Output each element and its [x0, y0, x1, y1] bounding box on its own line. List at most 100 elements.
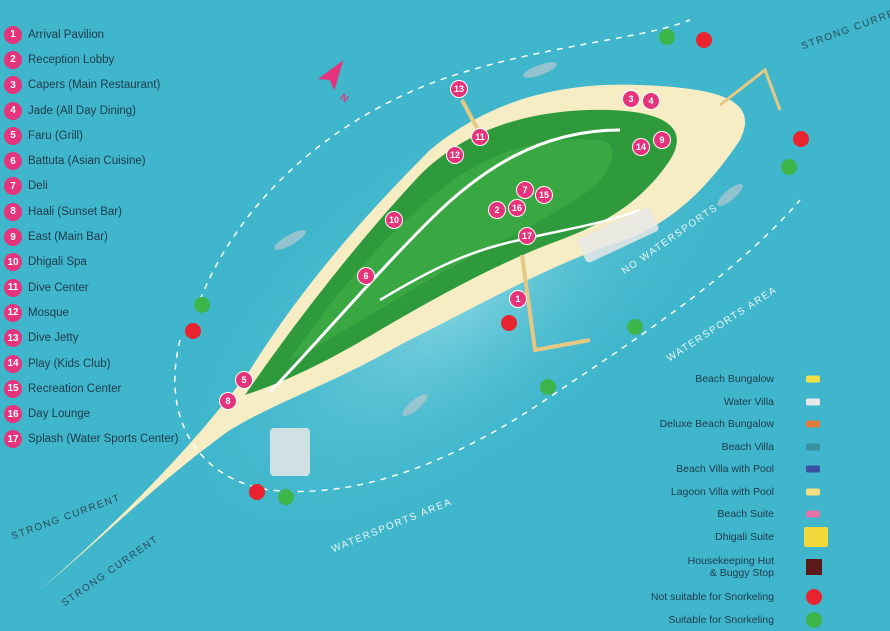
villa-pool-icon [806, 466, 820, 473]
poi-label: Deli [28, 180, 48, 192]
red-dot-icon [806, 589, 822, 605]
poi-number-badge: 4 [4, 102, 22, 120]
poi-item[interactable]: 5 Faru (Grill) [4, 123, 178, 148]
poi-number-badge: 10 [4, 253, 22, 271]
map-marker-11[interactable]: 11 [471, 128, 489, 146]
map-marker-6[interactable]: 6 [357, 267, 375, 285]
poi-label: Dive Center [28, 282, 89, 294]
water-villa-icon [806, 398, 820, 405]
poi-label: Recreation Center [28, 383, 121, 395]
beach-suite-icon [806, 511, 820, 518]
poi-number-badge: 9 [4, 228, 22, 246]
poi-item[interactable]: 10 Dhigali Spa [4, 250, 178, 275]
poi-number-badge: 5 [4, 127, 22, 145]
legend-label: Not suitable for Snorkeling [651, 591, 774, 603]
snorkel-marker-red [793, 131, 809, 147]
poi-label: Dive Jetty [28, 332, 79, 344]
poi-number-badge: 1 [4, 26, 22, 44]
poi-label: Dhigali Spa [28, 256, 87, 268]
map-marker-15[interactable]: 15 [535, 186, 553, 204]
legend-label: Housekeeping Hut & Buggy Stop [688, 555, 774, 579]
poi-number-badge: 17 [4, 430, 22, 448]
poi-number-badge: 11 [4, 279, 22, 297]
legend-label: Deluxe Beach Bungalow [660, 418, 774, 430]
map-marker-1[interactable]: 1 [509, 290, 527, 308]
map-marker-3[interactable]: 3 [622, 90, 640, 108]
map-marker-7[interactable]: 7 [516, 181, 534, 199]
legend-row: Not suitable for Snorkeling [534, 586, 834, 609]
legend-row: Dhigali Suite [534, 526, 834, 549]
poi-number-badge: 3 [4, 76, 22, 94]
snorkel-marker-green [278, 489, 294, 505]
poi-label: Play (Kids Club) [28, 358, 110, 370]
poi-item[interactable]: 15 Recreation Center [4, 376, 178, 401]
poi-number-badge: 2 [4, 51, 22, 69]
poi-label: Day Lounge [28, 408, 90, 420]
map-marker-13[interactable]: 13 [450, 80, 468, 98]
map-marker-9[interactable]: 9 [653, 131, 671, 149]
map-marker-14[interactable]: 14 [632, 138, 650, 156]
poi-number-badge: 7 [4, 177, 22, 195]
map-marker-10[interactable]: 10 [385, 211, 403, 229]
snorkel-marker-green [194, 297, 210, 313]
poi-item[interactable]: 7 Deli [4, 174, 178, 199]
map-marker-4[interactable]: 4 [642, 92, 660, 110]
poi-number-badge: 12 [4, 304, 22, 322]
snorkel-marker-green [659, 29, 675, 45]
poi-label: Jade (All Day Dining) [28, 105, 136, 117]
map-marker-5[interactable]: 5 [235, 371, 253, 389]
poi-label: Reception Lobby [28, 54, 114, 66]
legend-label: Dhigali Suite [715, 531, 774, 543]
legend-label: Lagoon Villa with Pool [671, 486, 774, 498]
housekeeping-hut-icon [806, 559, 822, 575]
bungalow-icon [806, 376, 820, 383]
snorkel-marker-red [696, 32, 712, 48]
legend-row: Water Villa [534, 391, 834, 414]
poi-label: Haali (Sunset Bar) [28, 206, 122, 218]
legend-row: Housekeeping Hut & Buggy Stop [534, 548, 834, 586]
snorkel-marker-red [501, 315, 517, 331]
poi-number-badge: 15 [4, 380, 22, 398]
poi-item[interactable]: 11 Dive Center [4, 275, 178, 300]
poi-number-badge: 13 [4, 329, 22, 347]
poi-label: Mosque [28, 307, 69, 319]
map-marker-16[interactable]: 16 [508, 199, 526, 217]
legend-row: Beach Suite [534, 503, 834, 526]
green-dot-icon [806, 612, 822, 628]
poi-number-badge: 16 [4, 405, 22, 423]
snorkel-marker-green [781, 159, 797, 175]
poi-item[interactable]: 13 Dive Jetty [4, 326, 178, 351]
poi-item[interactable]: 3 Capers (Main Restaurant) [4, 73, 178, 98]
legend-row: Suitable for Snorkeling [534, 609, 834, 631]
legend-label: Water Villa [724, 396, 774, 408]
water-villas-south [270, 428, 310, 476]
poi-item[interactable]: 6 Battuta (Asian Cuisine) [4, 148, 178, 173]
poi-item[interactable]: 9 East (Main Bar) [4, 224, 178, 249]
poi-number-badge: 6 [4, 152, 22, 170]
snorkel-marker-green [627, 319, 643, 335]
map-marker-2[interactable]: 2 [488, 201, 506, 219]
legend-label: Beach Bungalow [695, 373, 774, 385]
poi-label: Battuta (Asian Cuisine) [28, 155, 146, 167]
map-marker-12[interactable]: 12 [446, 146, 464, 164]
poi-item[interactable]: 2 Reception Lobby [4, 47, 178, 72]
poi-item[interactable]: 16 Day Lounge [4, 401, 178, 426]
poi-label: Faru (Grill) [28, 130, 83, 142]
poi-label: East (Main Bar) [28, 231, 108, 243]
beach-villa-icon [806, 443, 820, 450]
lagoon-villa-icon [806, 488, 820, 495]
legend-label: Beach Villa with Pool [676, 463, 774, 475]
map-marker-17[interactable]: 17 [518, 227, 536, 245]
poi-item[interactable]: 12 Mosque [4, 300, 178, 325]
legend-row: Beach Bungalow [534, 368, 834, 391]
legend-row: Deluxe Beach Bungalow [534, 413, 834, 436]
poi-item[interactable]: 4 Jade (All Day Dining) [4, 98, 178, 123]
map-marker-8[interactable]: 8 [219, 392, 237, 410]
legend-row: Beach Villa [534, 436, 834, 459]
poi-label: Capers (Main Restaurant) [28, 79, 160, 91]
